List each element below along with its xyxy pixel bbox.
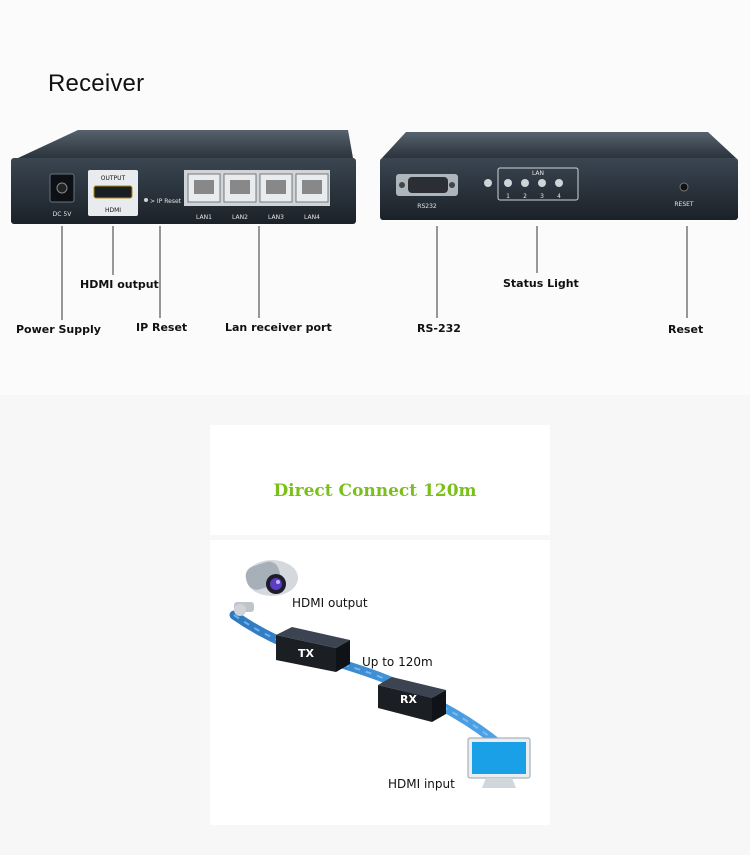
callout-ip-reset: IP Reset (136, 321, 188, 334)
reset-label: RESET (674, 201, 694, 208)
callout-lan-receiver-port: Lan receiver port (225, 321, 332, 334)
lan-port-label: LAN4 (304, 214, 320, 221)
receiver-front-panel: DC 5V OUTPUT HDMI > IP Reset LAN1 LAN2 L… (8, 128, 358, 226)
diagram-hdmi-input: HDMI input (388, 777, 455, 791)
lan-port-label: LAN2 (232, 214, 248, 221)
rx-box (378, 677, 446, 722)
receiver-section: Receiver (0, 0, 750, 395)
tx-box (276, 627, 350, 672)
lan-port-label: LAN3 (268, 214, 284, 221)
callout-hdmi-output: HDMI output (80, 278, 159, 291)
monitor-icon (467, 737, 531, 788)
camera-icon (234, 560, 298, 616)
ip-reset-label: > IP Reset (150, 198, 182, 205)
diagram-title: Direct Connect 120m (273, 481, 477, 501)
diagram-hdmi-output: HDMI output (292, 596, 368, 610)
dc-label: DC 5V (53, 211, 73, 218)
callout-power-supply: Power Supply (16, 323, 101, 336)
page-title: Receiver (48, 70, 145, 97)
lan-port-label: LAN1 (196, 214, 212, 221)
callout-status-light: Status Light (503, 277, 579, 290)
rs232-label: RS232 (417, 203, 437, 210)
led-number: 3 (540, 193, 544, 200)
diagram-header-panel (210, 425, 550, 535)
callout-rs232: RS-232 (417, 322, 461, 335)
hdmi-badge: OUTPUT (101, 175, 126, 182)
led-number: 2 (523, 193, 527, 200)
hdmi-label: HDMI (105, 207, 121, 214)
tx-label: TX (298, 647, 314, 660)
lan-led-label: LAN (532, 170, 544, 177)
leader-lines (61, 226, 688, 320)
connection-diagram: HDMI output TX Up to 120m RX HDMI input (210, 540, 550, 825)
distance-label: Up to 120m (362, 655, 433, 669)
led-number: 4 (557, 193, 561, 200)
callout-reset: Reset (668, 323, 704, 336)
receiver-back-panel: RS232 LAN 1 2 3 4 RESET (378, 128, 742, 226)
led-number: 1 (506, 193, 510, 200)
rx-label: RX (400, 693, 417, 706)
